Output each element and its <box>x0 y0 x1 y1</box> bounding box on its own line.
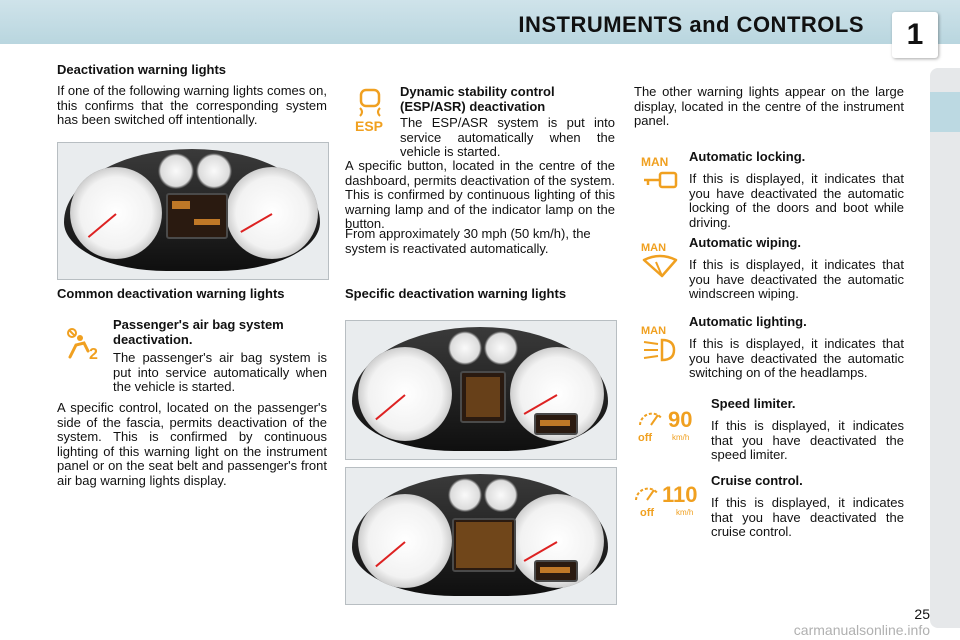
fuel-gauge-dial-3 <box>448 478 482 512</box>
instrument-panel-image-2 <box>345 320 617 460</box>
esp-reactivate-text: From approximately 30 mph (50 km/h), the… <box>345 226 591 256</box>
central-display-3 <box>452 518 516 572</box>
speed-limiter-title: Speed limiter. <box>711 396 796 411</box>
common-deactivation-title: Common deactivation warning lights <box>57 286 285 301</box>
specific-deactivation-title: Specific deactivation warning lights <box>345 286 567 301</box>
svg-text:110: 110 <box>662 482 698 507</box>
wiper-icon: MAN <box>640 240 680 280</box>
fuel-gauge-dial-2 <box>448 331 482 365</box>
side-chapter-tab-active[interactable] <box>930 92 960 132</box>
auto-lighting-title: Automatic lighting. <box>689 314 807 329</box>
temperature-gauge-dial-3 <box>484 478 518 512</box>
auto-locking-text: If this is displayed, it indicates that … <box>689 171 904 230</box>
auto-wiping-title: Automatic wiping. <box>689 235 801 250</box>
airbag-title: Passenger's air bag system deactivation. <box>113 317 284 347</box>
temperature-gauge-dial <box>196 153 232 189</box>
svg-text:off: off <box>640 507 654 518</box>
svg-text:off: off <box>638 432 652 443</box>
airbag-deactivation-icon: 2 <box>62 327 102 363</box>
chapter-number-tab[interactable]: 1 <box>892 12 938 58</box>
svg-text:2: 2 <box>89 346 98 361</box>
auto-wiping-text: If this is displayed, it indicates that … <box>689 257 904 301</box>
watermark: carmanualsonline.info <box>793 622 930 638</box>
page-title: INSTRUMENTS and CONTROLS <box>518 12 864 37</box>
display-segment <box>172 201 190 209</box>
svg-text:MAN: MAN <box>641 242 666 254</box>
rev-counter-dial-2 <box>358 347 452 441</box>
deactivation-title: Deactivation warning lights <box>57 62 227 77</box>
auto-lighting-text: If this is displayed, it indicates that … <box>689 336 904 380</box>
svg-text:MAN: MAN <box>641 325 666 337</box>
headlamp-icon: MAN <box>640 322 680 364</box>
odometer-display-2 <box>534 413 578 435</box>
display-segment <box>540 420 570 426</box>
car-key-icon: MAN <box>640 153 680 195</box>
rev-counter-dial-3 <box>358 494 452 588</box>
svg-text:km/h: km/h <box>672 433 689 442</box>
display-segment <box>540 567 570 573</box>
esp-text: The ESP/ASR system is put into service a… <box>400 115 615 159</box>
svg-text:ESP: ESP <box>355 118 383 134</box>
deactivation-text: If one of the following warning lights c… <box>57 83 327 127</box>
display-segment <box>466 377 500 417</box>
airbag-control-text: A specific control, located on the passe… <box>57 400 327 488</box>
airbag-text: The passenger's air bag system is put in… <box>113 350 327 394</box>
rev-counter-dial <box>70 167 162 259</box>
page-header <box>0 0 960 44</box>
speed-limiter-text: If this is displayed, it indicates that … <box>711 418 904 462</box>
odometer-display-3 <box>534 560 578 582</box>
speed-limiter-icon: off 90 km/h <box>636 403 702 444</box>
esp-deactivation-icon: ESP <box>352 88 388 134</box>
svg-text:MAN: MAN <box>641 155 668 169</box>
esp-button-text: A specific button, located in the centre… <box>345 158 615 231</box>
cruise-control-text: If this is displayed, it indicates that … <box>711 495 904 539</box>
instrument-panel-image-3 <box>345 467 617 605</box>
temperature-gauge-dial-2 <box>484 331 518 365</box>
speedometer-dial <box>226 167 318 259</box>
instrument-panel-image <box>57 142 329 280</box>
page-number: 25 <box>914 606 930 622</box>
fuel-gauge-dial <box>158 153 194 189</box>
svg-text:90: 90 <box>668 407 692 432</box>
display-segment <box>456 522 512 568</box>
cruise-control-title: Cruise control. <box>711 473 803 488</box>
display-segment <box>194 219 220 225</box>
svg-text:km/h: km/h <box>676 508 693 517</box>
side-chapter-tab[interactable] <box>930 68 960 628</box>
esp-title: Dynamic stability control (ESP/ASR) deac… <box>400 84 555 114</box>
central-display-2 <box>460 371 506 423</box>
cruise-control-icon: off 110 km/h <box>632 478 704 519</box>
auto-locking-title: Automatic locking. <box>689 149 806 164</box>
col3-intro-text: The other warning lights appear on the l… <box>634 84 904 128</box>
central-display <box>166 193 228 239</box>
